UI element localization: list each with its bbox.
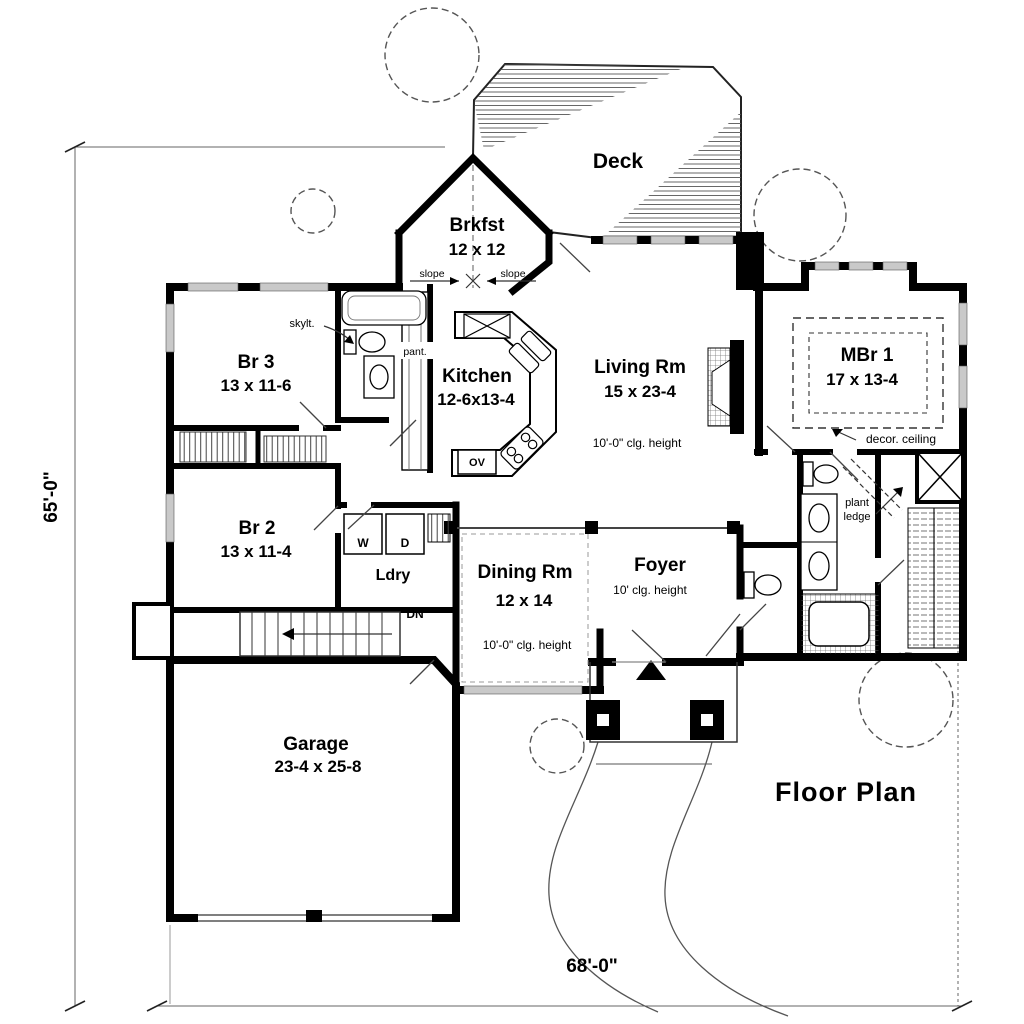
master-bath-fixtures [743, 450, 965, 655]
garage-door [198, 910, 432, 926]
dimension-lines [64, 141, 973, 1012]
oven-cabinet [457, 449, 497, 475]
room-label-foyer: Foyer [634, 555, 686, 576]
dimension-bottom: 68'-0" [566, 956, 618, 977]
colonnade [444, 521, 740, 534]
room-size-br2: 13 x 11-4 [221, 542, 292, 561]
room-label-dining: Dining Rm [478, 562, 573, 583]
closets [179, 431, 327, 463]
hall-bath-fixtures [341, 290, 427, 399]
range [500, 426, 544, 470]
tree-top-center [384, 7, 480, 103]
skylight-label: skylt. [289, 318, 314, 330]
chimney-chase [736, 232, 764, 290]
deck-hatch-lower [604, 112, 741, 236]
room-label-living: Living Rm [594, 357, 686, 378]
ceiling-note-dining: 10'-0" clg. height [483, 638, 572, 652]
room-label-kitchen: Kitchen [442, 366, 512, 387]
laundry-counter [427, 513, 451, 543]
pantry-label: pant. [403, 346, 426, 358]
deck-hatch-upper [474, 64, 688, 150]
kitchen-sink [508, 330, 552, 374]
washer-box [343, 513, 383, 555]
slope-label-left: slope [419, 268, 444, 280]
entry-marker [636, 660, 666, 680]
room-label-garage: Garage [283, 734, 348, 755]
front-porch [586, 660, 738, 743]
room-size-living: 15 x 23-4 [604, 382, 676, 401]
dryer-label: D [401, 536, 410, 550]
dryer-box [385, 513, 425, 555]
walkway [548, 741, 789, 1017]
staircase [239, 611, 401, 657]
ceiling-note-living: 10'-0" clg. height [593, 436, 682, 450]
ceiling-note-foyer: 10' clg. height [613, 583, 687, 597]
mbath-sink-2 [808, 551, 830, 581]
plant-ledge-wall [842, 458, 903, 519]
mbath-sink-1 [808, 503, 830, 533]
room-size-garage: 23-4 x 25-8 [275, 757, 362, 776]
laundry-fixtures [343, 513, 451, 555]
cooktop-island [463, 313, 511, 339]
fireplace [707, 340, 744, 434]
tree-bottom-right [858, 652, 954, 748]
dimension-left: 65'-0" [41, 471, 62, 523]
room-label-ldry: Ldry [376, 567, 411, 584]
room-label-deck: Deck [593, 150, 644, 173]
stairs-dn-label: DN [406, 607, 423, 621]
decor-ceiling-inner [808, 332, 928, 414]
room-label-br3: Br 3 [238, 352, 275, 373]
powder-toilet-bowl [754, 574, 782, 596]
tree-bottom-center [529, 718, 585, 774]
door-swings [299, 242, 905, 685]
sink [369, 364, 389, 390]
dashed-annotations [323, 165, 944, 683]
tree-top-right [753, 168, 847, 262]
plan-title: Floor Plan [775, 777, 917, 807]
labels: Deck Brkfst 12 x 12 slope slope Living R… [41, 150, 936, 977]
room-size-brkfst: 12 x 12 [449, 240, 506, 259]
room-label-mbr: MBr 1 [841, 345, 894, 366]
plant-ledge-label-line2: ledge [844, 511, 871, 523]
slope-label-right: slope [500, 268, 525, 280]
mbath-tub [808, 601, 870, 647]
oven-label: OV [469, 457, 486, 469]
dining-ceiling-break [461, 533, 589, 683]
room-size-mbr: 17 x 13-4 [826, 370, 898, 389]
toilet-bowl [358, 331, 386, 353]
room-size-br3: 13 x 11-6 [221, 376, 292, 395]
mbath-toilet-bowl [813, 464, 839, 484]
room-label-brkfst: Brkfst [450, 215, 506, 236]
room-size-dining: 12 x 14 [496, 591, 553, 610]
decor-ceiling-label: decor. ceiling [866, 432, 936, 446]
washer-label: W [357, 536, 369, 550]
deck-structure [471, 62, 742, 239]
room-size-kitchen: 12-6x13-4 [437, 390, 515, 409]
powder-toilet-tank [743, 571, 755, 599]
trees [290, 7, 954, 774]
mbath-toilet-tank [802, 461, 814, 487]
room-label-br2: Br 2 [239, 518, 276, 539]
tree-small-left [290, 188, 336, 234]
windows [165, 235, 968, 695]
plant-ledge-label-line1: plant [845, 497, 869, 509]
garage-bumpout [132, 602, 174, 660]
